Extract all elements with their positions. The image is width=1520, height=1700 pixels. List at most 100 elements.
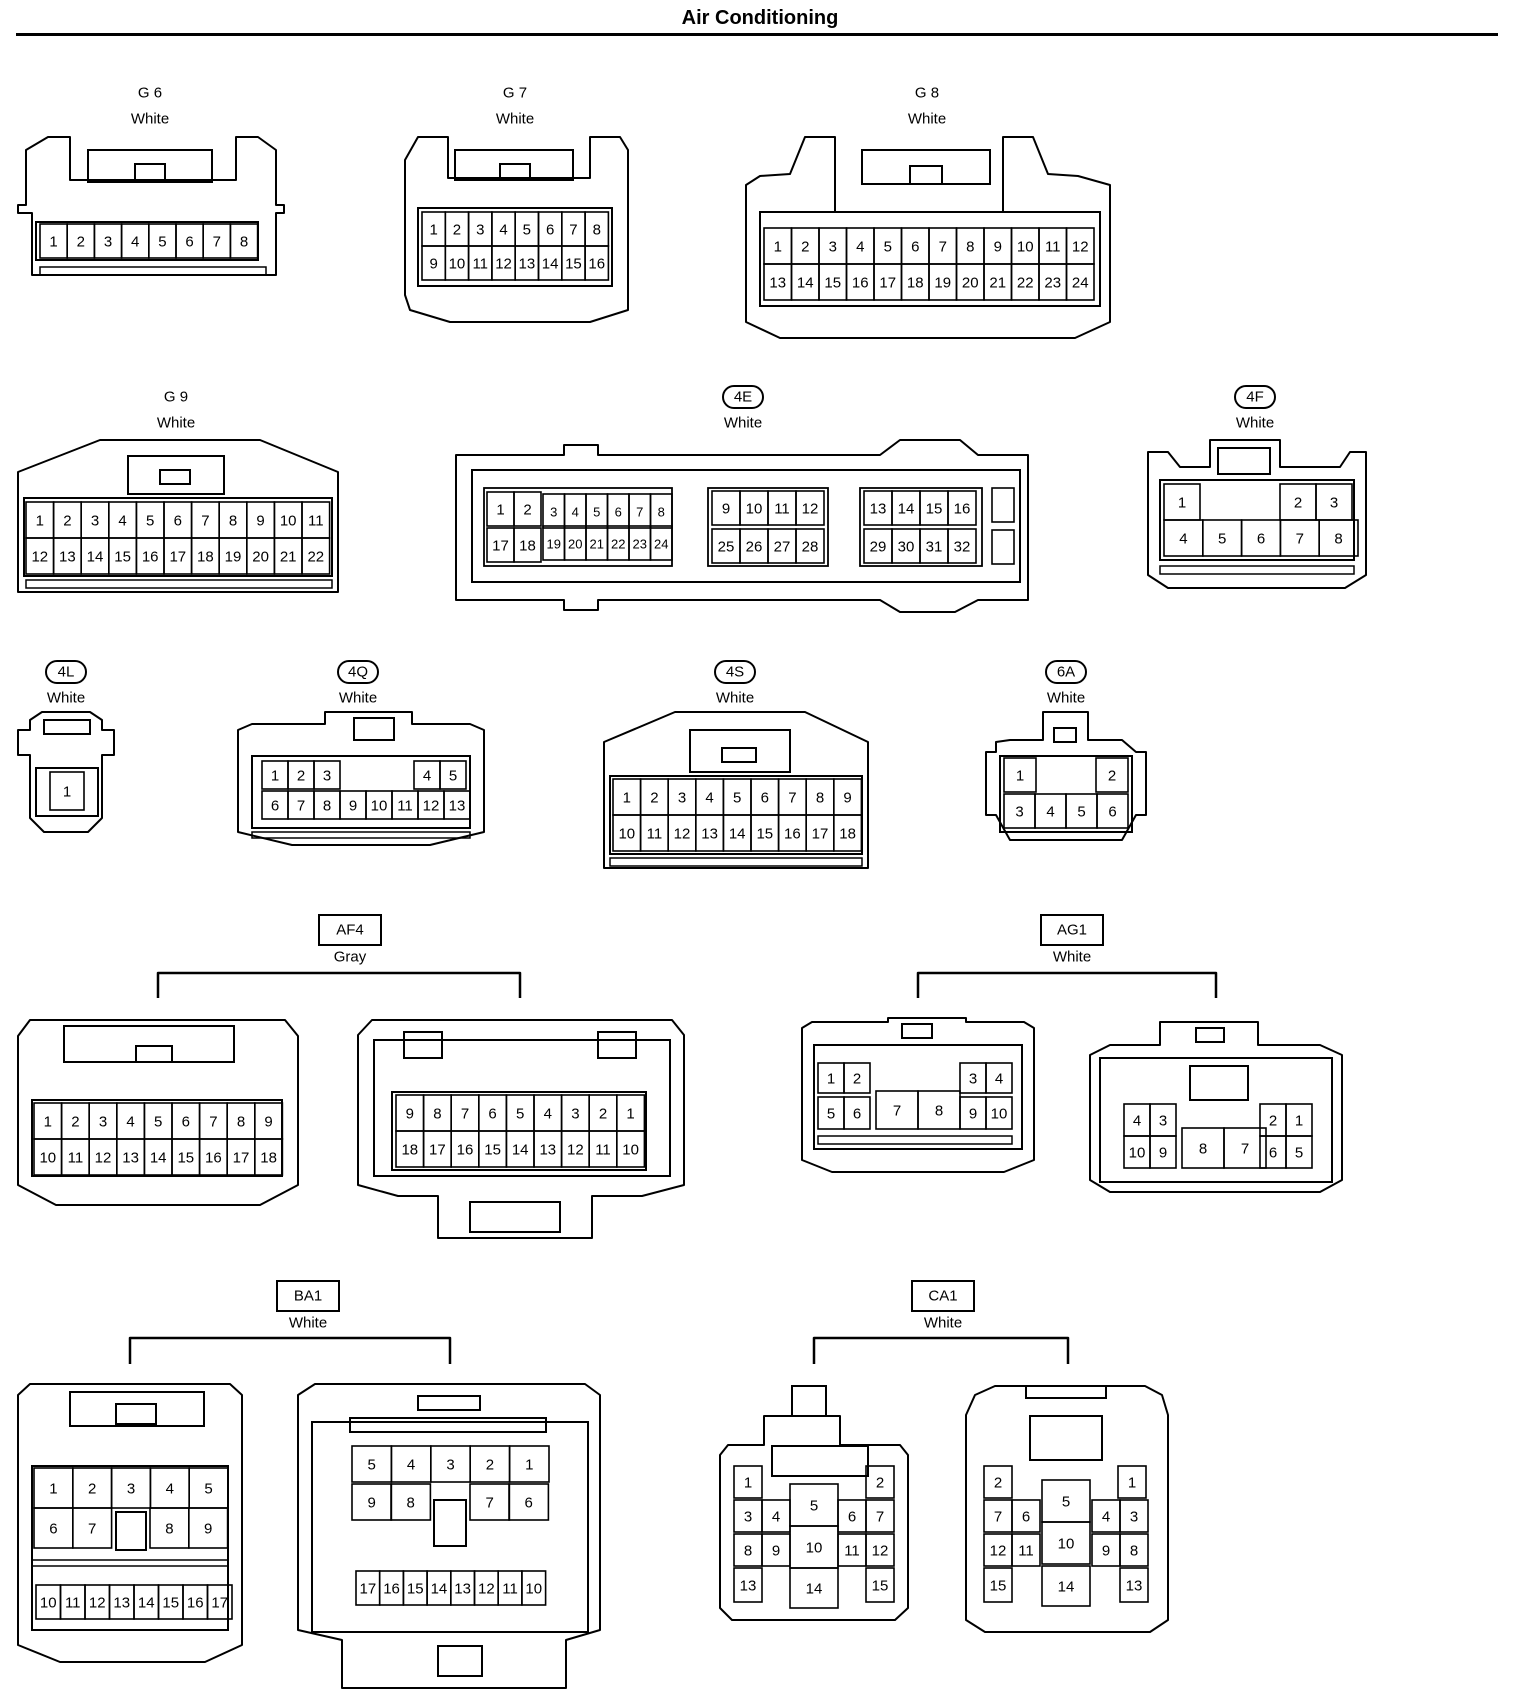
connector-code: 4Q (348, 664, 368, 681)
pin-cell-border (985, 1096, 1013, 1130)
pin-cell: 15 (477, 1130, 508, 1168)
pin-cell: 5 (817, 1096, 845, 1130)
housing-outline (115, 1511, 147, 1551)
pin-number: 8 (323, 798, 331, 815)
pin-number: 8 (1334, 531, 1342, 548)
pin-number: 9 (256, 513, 264, 530)
pin-cell: 14 (426, 1570, 452, 1606)
pin-cell-border (313, 760, 341, 790)
pin-number: 4 (1046, 804, 1054, 821)
pin-number: 10 (746, 501, 763, 518)
pin-number: 16 (588, 256, 605, 273)
pin-number: 10 (449, 256, 466, 273)
pin-number: 6 (615, 505, 622, 520)
pin-number: 24 (1072, 275, 1089, 292)
pair-bracket (156, 971, 522, 998)
pair-bracket (128, 1336, 452, 1364)
connector-code: 6A (1057, 664, 1075, 681)
housing-outline (901, 1023, 933, 1039)
housing-outline (403, 1031, 443, 1059)
pin-number: 17 (812, 826, 829, 843)
housing-outline (357, 1019, 685, 1239)
pin-cell-border (254, 1138, 284, 1176)
pin-cell: 24 (1065, 263, 1095, 301)
pin-number: 1 (827, 1071, 835, 1088)
pin-cell: 12 (473, 1570, 500, 1606)
pin-number: 11 (1045, 239, 1061, 256)
pin-number: 1 (36, 513, 44, 530)
housing-outline (433, 1499, 467, 1547)
pin-cell: 10 (612, 814, 642, 852)
housing-outline (597, 1031, 637, 1059)
pin-cell: 29 (863, 528, 893, 564)
pin-cell: 9 (351, 1483, 393, 1521)
connector-color: White (47, 690, 85, 707)
pin-number: 3 (446, 1457, 454, 1474)
pin-cell: 21 (585, 525, 609, 561)
pin-cell: 12 (865, 1533, 895, 1567)
pin-number: 8 (229, 513, 237, 530)
pin-cell: 4 (1163, 519, 1204, 557)
pin-number: 20 (568, 537, 582, 552)
pin-cell: 15 (818, 263, 848, 301)
pin-number: 2 (801, 239, 809, 256)
pin-cell: 10 (1041, 1521, 1091, 1565)
pin-number: 13 (113, 1595, 130, 1612)
housing-outline (609, 857, 863, 867)
pin-cell: 12 (560, 1130, 590, 1168)
pin-number: 13 (769, 275, 786, 292)
pin-number: 7 (486, 1495, 494, 1512)
pin-cell: 3 (733, 1499, 763, 1533)
pin-cell: 13 (52, 537, 82, 575)
pin-cell-border (1117, 1465, 1147, 1499)
pin-cell: 15 (750, 814, 780, 852)
housing-outline (373, 1039, 671, 1177)
pin-number: 8 (240, 234, 248, 251)
pin-number: 11 (502, 1581, 518, 1598)
pin-number: 10 (1017, 239, 1034, 256)
housing-outline (404, 136, 629, 323)
pin-number: 5 (1295, 1145, 1303, 1162)
housing-outline (1053, 727, 1077, 743)
pin-cell: 12 (795, 490, 825, 526)
housing-outline (1025, 1385, 1107, 1399)
pin-number: 18 (197, 549, 214, 566)
pin-number: 4 (118, 513, 126, 530)
pin-number: 4 (1179, 531, 1187, 548)
pin-number: 3 (571, 1106, 579, 1123)
pin-cell: 1 (486, 491, 515, 527)
pin-number: 9 (429, 256, 437, 273)
pin-cell: 16 (845, 263, 875, 301)
pin-number: 8 (1199, 1141, 1207, 1158)
pin-cell-border (947, 528, 977, 564)
code-oval (1234, 385, 1276, 409)
pin-number: 6 (1022, 1509, 1030, 1526)
pin-cell: 8 (733, 1533, 763, 1567)
pin-cell-border (983, 1465, 1013, 1499)
pin-cell: 5 (585, 493, 609, 529)
pin-cell-border (865, 1465, 895, 1499)
pin-cell: 4 (1091, 1499, 1121, 1533)
pin-number: 12 (802, 501, 819, 518)
pin-number: 11 (647, 826, 663, 843)
pin-cell: 6 (843, 1096, 871, 1130)
pin-cell: 7 (628, 493, 652, 529)
housing-outline (17, 439, 339, 593)
pin-cell: 1 (1003, 757, 1037, 793)
pin-cell: 6 (477, 1094, 508, 1132)
connector-code: CA1 (928, 1288, 957, 1305)
pin-cell: 10 (35, 1584, 62, 1620)
pin-number: 10 (39, 1150, 56, 1167)
pin-cell: 4 (108, 501, 138, 539)
pin-number: 9 (349, 798, 357, 815)
pin-number: 11 (774, 501, 790, 518)
pin-cell: 5 (722, 778, 752, 816)
pin-cell: 8 (149, 1507, 190, 1549)
pin-number: 2 (453, 222, 461, 239)
pin-cell: 13 (443, 790, 471, 820)
pin-cell: 21 (273, 537, 303, 575)
pin-cell: 3 (818, 227, 848, 265)
